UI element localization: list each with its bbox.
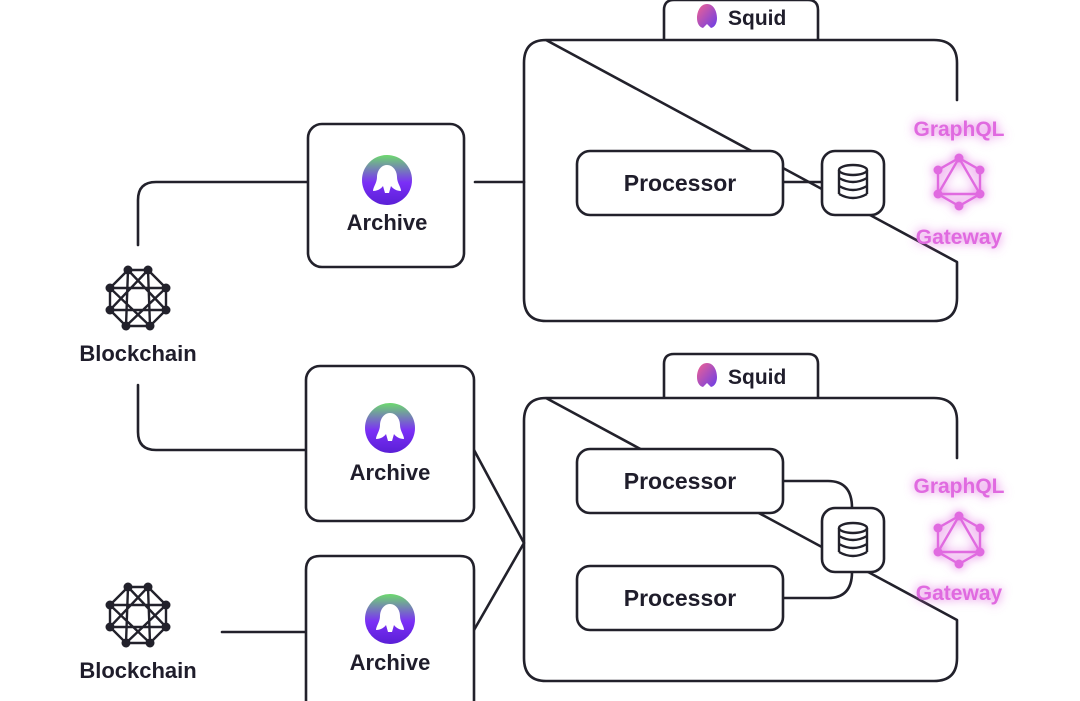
archive-logo-icon <box>365 594 415 644</box>
processor-label: Processor <box>624 468 737 494</box>
graphql-label: GraphQL <box>913 118 1004 141</box>
graphql-icon <box>932 510 986 570</box>
squid-container <box>522 396 959 683</box>
blockchain-2: Blockchain <box>79 581 197 683</box>
connector-lines <box>136 180 854 634</box>
processor-box[interactable] <box>575 447 785 515</box>
squid-2: Squid Processor Processor GraphQL Gatewa… <box>522 352 1005 683</box>
archive-1[interactable]: Archive <box>306 122 466 269</box>
graphql-icon <box>932 152 986 212</box>
graphql-label: GraphQL <box>913 475 1004 498</box>
archive-logo-icon <box>365 403 415 453</box>
squid-container <box>522 38 959 323</box>
squid-tab-label: Squid <box>728 366 786 389</box>
blockchain-network-icon <box>104 264 172 332</box>
connector-processor-db-2b <box>781 570 854 600</box>
blockchain-1: Blockchain <box>79 264 197 366</box>
gateway-label: Gateway <box>916 582 1003 605</box>
archive-label: Archive <box>347 210 428 235</box>
archive-label: Archive <box>350 460 431 485</box>
connector-blockchain-archive-1 <box>136 180 310 247</box>
graphql-gateway[interactable]: GraphQL Gateway <box>913 475 1004 605</box>
graphql-gateway[interactable]: GraphQL Gateway <box>913 118 1004 249</box>
archive-label: Archive <box>350 650 431 675</box>
archive-logo-icon <box>362 155 412 205</box>
processor-box[interactable] <box>575 149 785 217</box>
processor-label: Processor <box>624 170 737 196</box>
connector-processor-db-2a <box>781 479 854 510</box>
squid-tab-label: Squid <box>728 7 786 30</box>
gateway-label: Gateway <box>916 226 1003 249</box>
processor-box[interactable] <box>575 564 785 632</box>
connector-archive-squid-2 <box>472 448 526 632</box>
blockchain-label: Blockchain <box>79 658 196 683</box>
archive-2[interactable]: Archive <box>304 364 476 523</box>
processor-label: Processor <box>624 585 737 611</box>
blockchain-network-icon <box>104 581 172 649</box>
connector-blockchain-archive-2 <box>136 383 308 452</box>
squid-1: Squid Processor GraphQL Gateway <box>522 0 1005 323</box>
blockchain-label: Blockchain <box>79 341 196 366</box>
archive-3[interactable]: Archive <box>304 554 476 701</box>
